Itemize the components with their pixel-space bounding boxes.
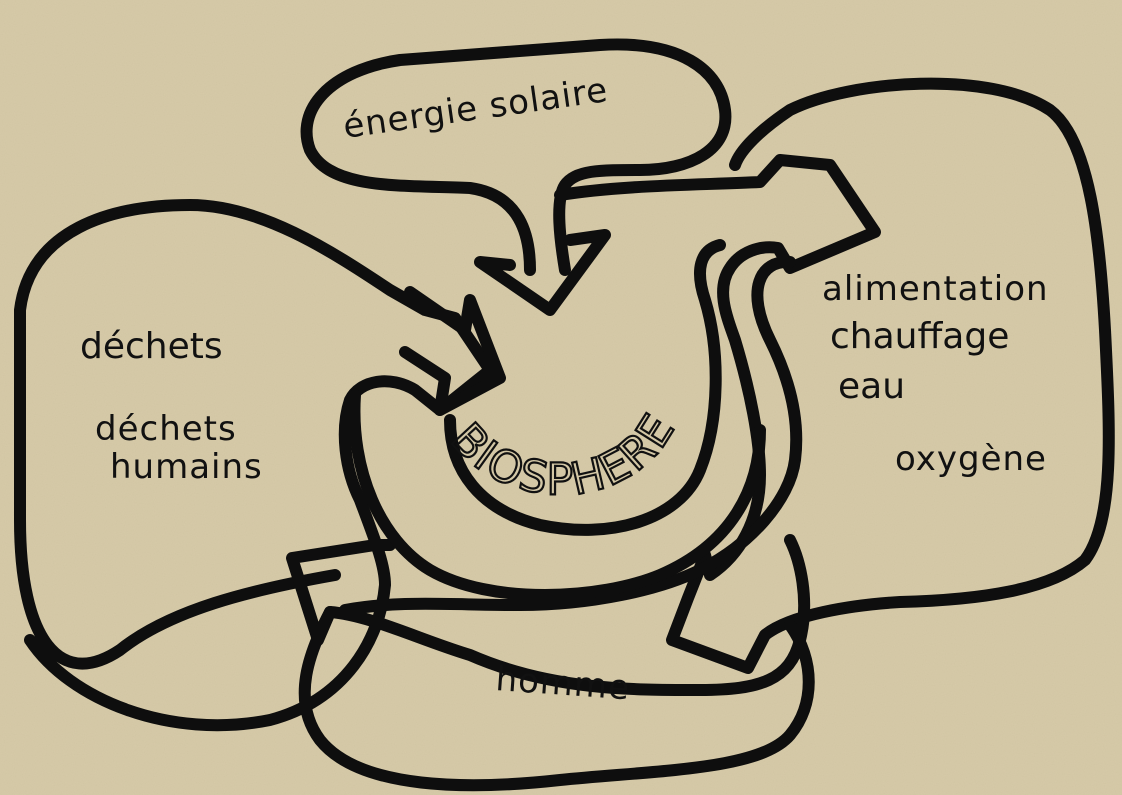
label-oxygene: oxygène: [895, 439, 1047, 479]
label-dechets-humains-2: humains: [110, 447, 263, 487]
label-dechets: déchets: [80, 326, 223, 367]
label-eau: eau: [838, 366, 905, 407]
label-chauffage: chauffage: [830, 316, 1009, 357]
label-dechets-humains-1: déchets: [95, 409, 237, 449]
label-alimentation: alimentation: [822, 269, 1049, 309]
